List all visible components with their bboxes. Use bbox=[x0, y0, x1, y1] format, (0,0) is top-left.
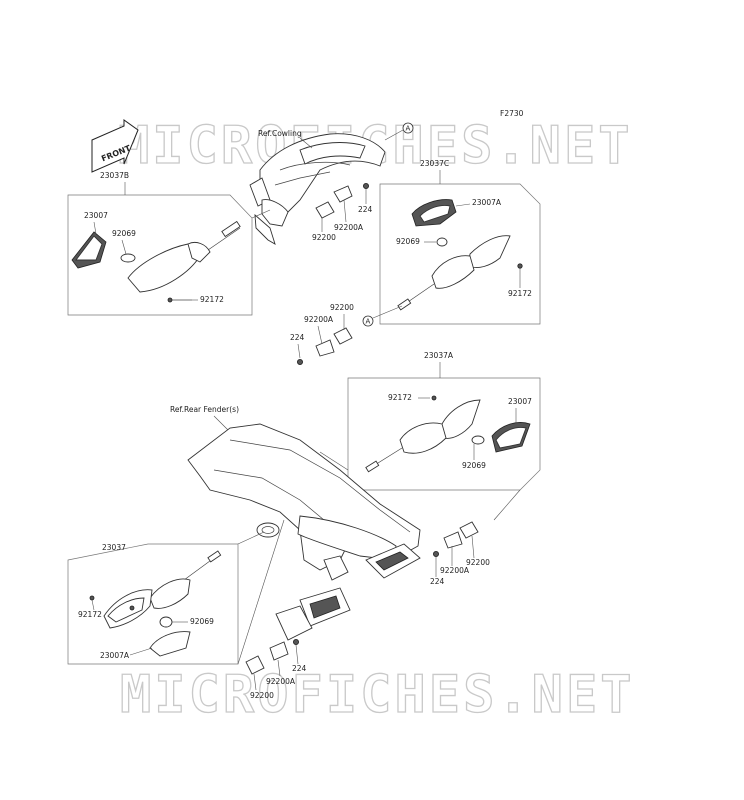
bracket-92200-lower-mid bbox=[245, 639, 299, 675]
callout-a-2-letter: A bbox=[366, 318, 371, 326]
label-224-b: 224 bbox=[290, 333, 305, 342]
label-92200A-a: 92200A bbox=[334, 223, 364, 232]
bracket-92200-lower-right bbox=[432, 521, 479, 558]
bracket-92200-mid bbox=[296, 327, 353, 365]
rear-fender bbox=[187, 423, 421, 641]
label-92069-b: 92069 bbox=[396, 237, 420, 246]
label-92172-c: 92172 bbox=[388, 393, 412, 402]
label-23037C: 23037C bbox=[420, 159, 449, 168]
watermark-bottom: MICROFICHES.NET bbox=[120, 665, 635, 725]
turn-signal-rear-right bbox=[365, 395, 531, 473]
label-23037A: 23037A bbox=[424, 351, 454, 360]
front-cowling bbox=[249, 133, 386, 245]
label-92200-c: 92200 bbox=[466, 558, 490, 567]
box-23037A bbox=[347, 377, 541, 491]
ref-cowling-label: Ref.Cowling bbox=[258, 129, 302, 138]
turn-signal-front-right bbox=[397, 199, 523, 311]
label-224-d: 224 bbox=[292, 664, 307, 673]
turn-signal-front-left bbox=[71, 220, 241, 303]
label-23037B: 23037B bbox=[100, 171, 129, 180]
label-92069-d: 92069 bbox=[190, 617, 214, 626]
label-23037: 23037 bbox=[102, 543, 126, 552]
ref-rear-fender-label: Ref.Rear Fender(s) bbox=[170, 405, 239, 414]
label-92069-c: 92069 bbox=[462, 461, 486, 470]
front-arrow-icon: FRONT bbox=[91, 119, 139, 173]
label-92200A-c: 92200A bbox=[440, 566, 470, 575]
label-23007-a: 23007 bbox=[84, 211, 108, 220]
label-92200-d: 92200 bbox=[250, 691, 274, 700]
label-23007-b: 23007 bbox=[508, 397, 532, 406]
callout-a-1 bbox=[402, 122, 414, 134]
label-92200A-b: 92200A bbox=[304, 315, 334, 324]
label-92200-b: 92200 bbox=[330, 303, 354, 312]
turn-signal-rear-left bbox=[89, 550, 222, 657]
label-224-a: 224 bbox=[358, 205, 373, 214]
label-92172-d: 92172 bbox=[78, 610, 102, 619]
box-23037C bbox=[379, 183, 541, 325]
label-92069-a: 92069 bbox=[112, 229, 136, 238]
callout-a-2 bbox=[362, 315, 374, 327]
box-23037B bbox=[67, 194, 253, 316]
label-92172-b: 92172 bbox=[508, 289, 532, 298]
callout-a-1-letter: A bbox=[406, 125, 411, 133]
bracket-92200-upper bbox=[315, 182, 369, 219]
label-92200A-d: 92200A bbox=[266, 677, 296, 686]
label-92200-a: 92200 bbox=[312, 233, 336, 242]
label-92172-a: 92172 bbox=[200, 295, 224, 304]
figure-code: F2730 bbox=[500, 109, 524, 118]
label-23007A-b: 23007A bbox=[100, 651, 130, 660]
label-23007A-a: 23007A bbox=[472, 198, 502, 207]
label-224-c: 224 bbox=[430, 577, 445, 586]
box-23037 bbox=[67, 543, 239, 665]
